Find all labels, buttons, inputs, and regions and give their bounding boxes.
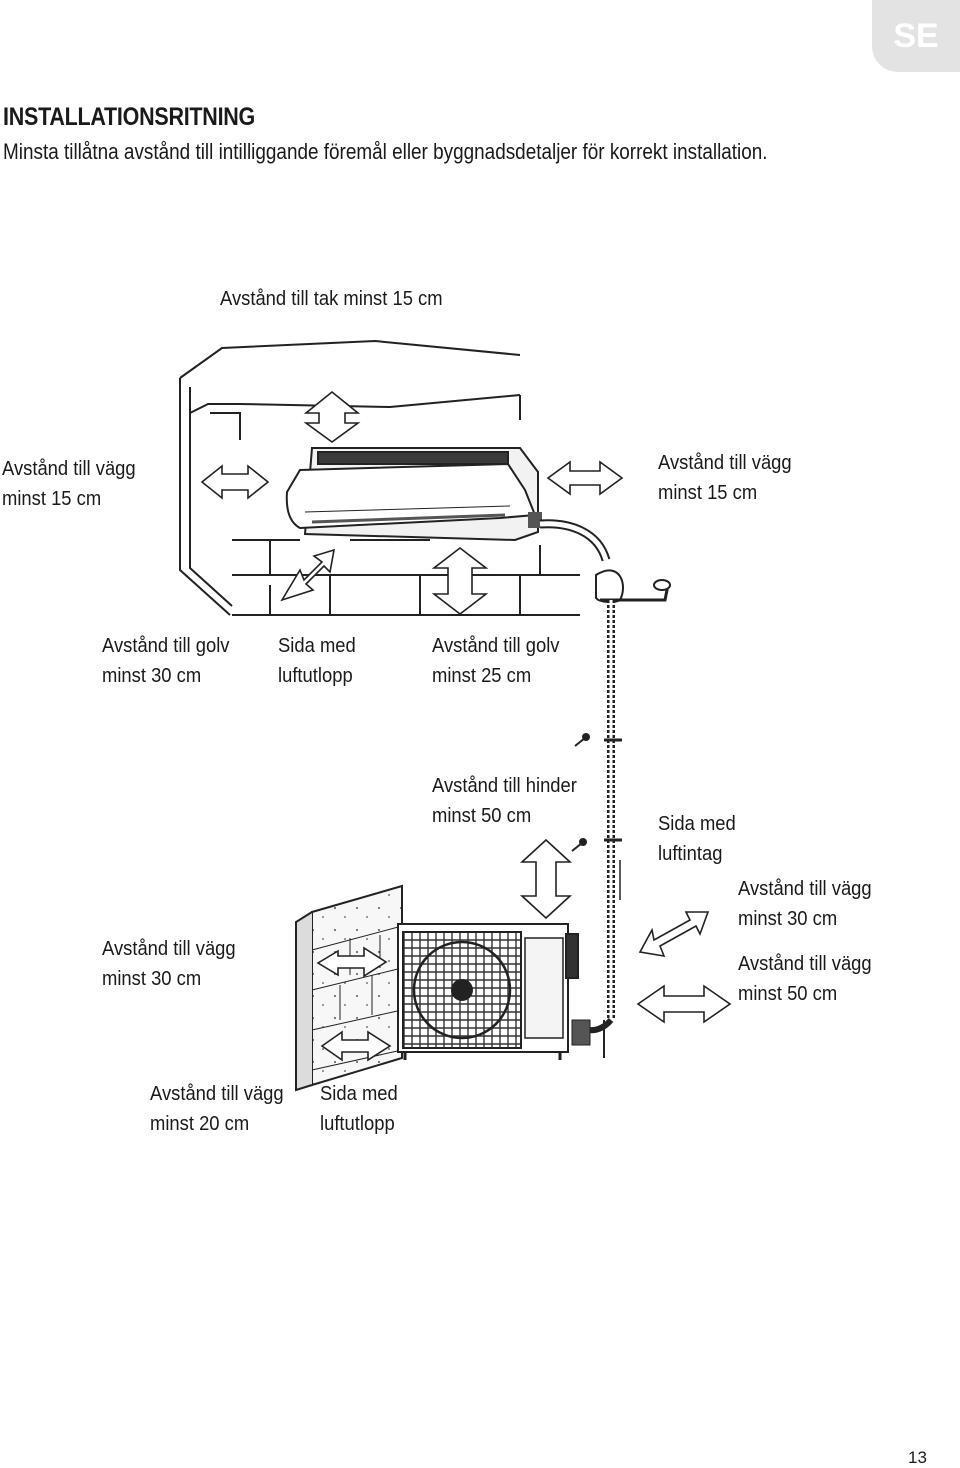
arrow-obstacle <box>519 838 573 920</box>
refrigerant-piping <box>539 519 671 1058</box>
arrow-floor-25 <box>431 546 489 616</box>
arrow-intake-diagonal <box>638 911 710 958</box>
arrow-wall-left <box>200 464 270 500</box>
indoor-room-walls <box>179 339 580 616</box>
outdoor-unit <box>397 923 591 1060</box>
arrow-wall-50-right <box>636 984 732 1024</box>
screw-icon <box>571 733 590 852</box>
page-number: 13 <box>908 1448 927 1467</box>
arrow-wall-right <box>546 460 624 496</box>
indoor-unit <box>285 447 542 542</box>
outdoor-wall <box>295 884 403 1092</box>
page-subtitle: Minsta tillåtna avstånd till intilliggan… <box>3 139 768 164</box>
label-ceiling-distance: Avstånd till tak minst 15 cm <box>220 288 443 310</box>
language-tab: SE <box>872 0 960 72</box>
arrow-outlet-diagonal <box>280 548 336 602</box>
page-title: INSTALLATIONSRITNING <box>3 103 256 131</box>
arrow-outlet-outdoor <box>320 1030 392 1062</box>
arrow-wall-20 <box>316 946 388 978</box>
arrow-ceiling <box>303 390 361 443</box>
